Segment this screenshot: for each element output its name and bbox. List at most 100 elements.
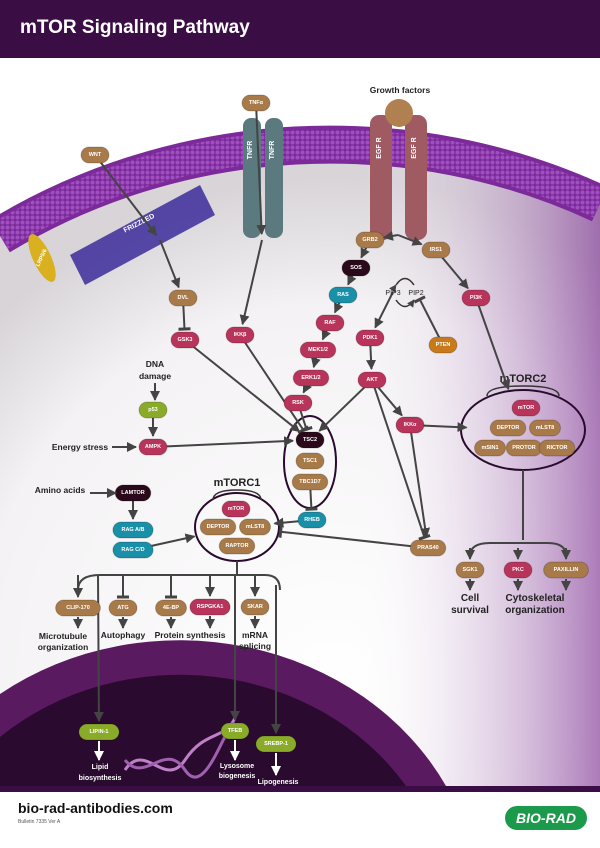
node-wnt[interactable]: WNT [80, 146, 110, 164]
node-rheb[interactable]: RHEB [297, 511, 327, 529]
node-tsc1[interactable]: TSC1 [295, 452, 325, 470]
node-clip170[interactable]: CLIP-170 [55, 599, 101, 617]
node-label: LIPIN-1 [90, 729, 109, 735]
node-tbc1d7[interactable]: TBC1D7 [291, 473, 329, 491]
node-ikka[interactable]: IKKα [395, 416, 425, 434]
label-pip2: PIP2 [408, 290, 423, 297]
node-dvl[interactable]: DVL [168, 289, 198, 307]
label-mrna2: splicing [239, 641, 271, 651]
node-skar[interactable]: SKAR [240, 598, 270, 616]
edge-pip3-to-pdk1 [374, 291, 394, 329]
node-srebp1[interactable]: SREBP-1 [255, 735, 297, 753]
node-paxillin[interactable]: PAXILLIN [543, 561, 589, 579]
node-c2_mtor[interactable]: mTOR [511, 399, 541, 417]
node-ampk[interactable]: AMPK [138, 438, 168, 456]
bio-rad-logo: BIO-RAD [505, 806, 587, 830]
node-pi3k[interactable]: PI3K [461, 289, 491, 307]
mtorc1-label: mTORC1 [214, 477, 261, 489]
edge-akt-to-pras40 [371, 379, 431, 541]
node-sgk1[interactable]: SGK1 [455, 561, 485, 579]
pip-cycle-arrow [389, 277, 415, 293]
node-label: AMPK [145, 444, 161, 450]
label-autoph: Autophagy [101, 630, 146, 640]
node-label: SGK1 [463, 567, 478, 573]
label-cell1: Cell [461, 593, 480, 604]
node-label: RHEB [304, 517, 320, 523]
svg-text:TNFR: TNFR [269, 141, 276, 160]
node-ragab[interactable]: RAG A/B [112, 521, 154, 539]
node-mek[interactable]: MEK1/2 [299, 341, 337, 359]
svg-text:EGF R: EGF R [411, 137, 418, 158]
node-label: PAXILLIN [554, 567, 579, 573]
node-c1_mtor[interactable]: mTOR [221, 500, 251, 518]
label-lipo: Lipogenesis [258, 779, 299, 786]
node-pdk1[interactable]: PDK1 [355, 329, 385, 347]
node-lipin1[interactable]: LIPIN-1 [78, 723, 120, 741]
node-label: mLST8 [536, 425, 554, 431]
node-label: RAS [337, 292, 349, 298]
node-label: TFEB [228, 728, 242, 734]
node-ragcd[interactable]: RAG C/D [112, 541, 154, 559]
node-c1_raptor[interactable]: RAPTOR [218, 537, 256, 555]
node-rps6ka1[interactable]: RSPGKA1 [189, 598, 231, 616]
node-akt[interactable]: AKT [357, 371, 387, 389]
label-growth: Growth factors [370, 85, 431, 95]
edge-pras40-to-mtorc1 [278, 525, 429, 549]
node-label: mTOR [228, 506, 244, 512]
node-label: RAF [324, 320, 336, 326]
website-link[interactable]: bio-rad-antibodies.com [18, 800, 173, 816]
node-c2_protor[interactable]: PROTOR [505, 439, 543, 457]
label-cell2: survival [451, 605, 489, 616]
node-label: TNFα [249, 100, 264, 106]
node-c1_deptor[interactable]: DEPTOR [199, 518, 237, 536]
node-p53[interactable]: p53 [138, 401, 168, 419]
node-label: ATG [117, 605, 128, 611]
node-label: SKAR [247, 604, 263, 610]
node-ras[interactable]: RAS [328, 286, 358, 304]
node-erk[interactable]: ERK1/2 [292, 369, 330, 387]
node-raf[interactable]: RAF [315, 314, 345, 332]
node-c1_mlst8[interactable]: mLST8 [239, 518, 271, 536]
edge-ikkb-to-tsc2 [239, 334, 310, 435]
node-label: RAG C/D [121, 547, 144, 553]
edge-egfr-to-grb2 [383, 230, 399, 241]
svg-text:TNFR: TNFR [247, 141, 254, 160]
header-bar: mTOR Signaling Pathway [0, 0, 600, 58]
node-label: GRB2 [362, 237, 377, 243]
node-label: MEK1/2 [308, 347, 328, 353]
label-pip3: PIP3 [385, 290, 400, 297]
node-ikkb[interactable]: IKKβ [225, 326, 255, 344]
node-tfeb[interactable]: TFEB [220, 722, 250, 740]
node-label: TSC1 [303, 458, 317, 464]
node-label: RAG A/B [121, 527, 144, 533]
node-pten[interactable]: PTEN [428, 336, 458, 354]
node-c2_rictor[interactable]: RICTOR [538, 439, 576, 457]
node-rsk[interactable]: RSK [283, 394, 313, 412]
tnfr-receptor: TNFR TNFR [243, 118, 283, 238]
node-tsc2[interactable]: TSC2 [295, 431, 325, 449]
node-label: WNT [89, 152, 102, 158]
node-grb2[interactable]: GRB2 [355, 231, 385, 249]
egfr-receptor: EGF R EGF R [370, 99, 427, 240]
node-atg[interactable]: ATG [108, 599, 138, 617]
node-c2_msin1[interactable]: mSIN1 [474, 439, 506, 457]
node-label: mTOR [518, 405, 534, 411]
node-4ebp[interactable]: 4E-BP [155, 599, 187, 617]
node-tnfa[interactable]: TNFα [241, 94, 271, 112]
edge-egfr-to-irs1 [397, 234, 423, 246]
node-gsk3[interactable]: GSK3 [170, 331, 200, 349]
node-irs1[interactable]: IRS1 [421, 241, 451, 259]
node-c2_mlst8[interactable]: mLST8 [529, 419, 561, 437]
node-pras40[interactable]: PRAS40 [409, 539, 447, 557]
node-label: LAMTOR [121, 490, 144, 496]
node-lamtor[interactable]: LAMTOR [114, 484, 152, 502]
node-label: mLST8 [246, 524, 264, 530]
node-label: PKC [512, 567, 524, 573]
node-label: RICTOR [547, 445, 568, 451]
edge-ikka-to-pras40 [409, 424, 431, 539]
node-label: TBC1D7 [299, 479, 320, 485]
node-pkc[interactable]: PKC [503, 561, 533, 579]
node-sos[interactable]: SOS [341, 259, 371, 277]
node-c2_deptor[interactable]: DEPTOR [489, 419, 527, 437]
node-label: ERK1/2 [301, 375, 320, 381]
